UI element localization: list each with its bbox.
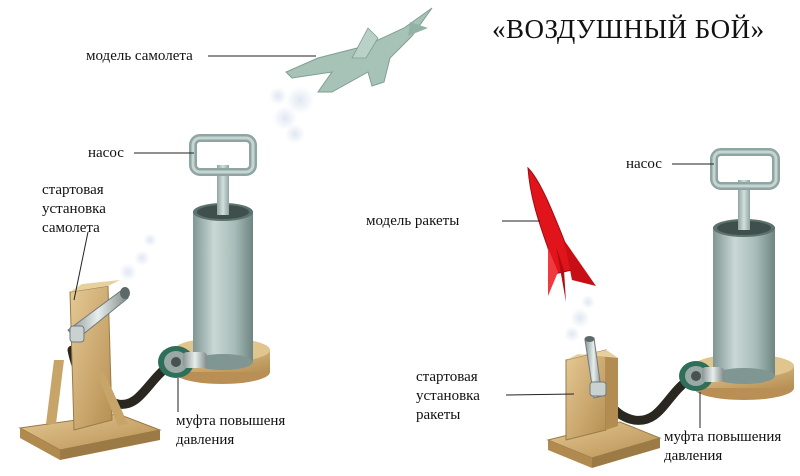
label-coupling-right: муфта повышения давления xyxy=(664,428,781,466)
label-launcher-rocket-line1: стартовая xyxy=(416,369,478,385)
leader-launcher-plane xyxy=(73,231,89,301)
label-launcher-rocket-line2: установка xyxy=(416,388,480,404)
launcher-rocket xyxy=(546,349,662,468)
label-coupling-left-line2: давления xyxy=(176,432,235,448)
label-pump-right: насос xyxy=(626,156,662,172)
launch-tube-plane xyxy=(67,287,130,343)
launcher-air-puffs xyxy=(119,233,157,281)
leader-launcher-rocket xyxy=(505,393,575,396)
plane-model xyxy=(285,7,433,93)
coupling-right xyxy=(679,361,724,391)
rocket-air-puffs xyxy=(564,295,595,342)
label-coupling-left: муфта повышеня давления xyxy=(176,412,285,450)
label-launcher-plane-line1: стартовая xyxy=(42,182,104,198)
plane-air-trail xyxy=(269,86,314,144)
launcher-plane xyxy=(18,280,162,460)
label-pump-left: насос xyxy=(88,145,124,161)
label-launcher-plane: стартовая установка самолета xyxy=(42,181,106,238)
label-coupling-right-line1: муфта повышения xyxy=(664,429,782,445)
launch-tube-rocket xyxy=(584,336,607,399)
label-plane-model: модель самолета xyxy=(86,48,193,64)
label-launcher-rocket-line3: ракеты xyxy=(416,407,461,423)
label-launcher-plane-line3: самолета xyxy=(42,220,100,236)
diagram-title: «ВОЗДУШНЫЙ БОЙ» xyxy=(492,14,765,44)
label-rocket-model: модель ракеты xyxy=(366,213,460,229)
rocket-model xyxy=(527,166,596,302)
pump-left xyxy=(174,134,270,384)
label-launcher-plane-line2: установка xyxy=(42,201,106,217)
coupling-left xyxy=(158,346,207,378)
label-coupling-left-line1: муфта повышеня xyxy=(176,413,286,429)
label-launcher-rocket: стартовая установка ракеты xyxy=(416,368,480,425)
label-coupling-right-line2: давления xyxy=(664,448,723,464)
pump-right xyxy=(694,148,794,400)
